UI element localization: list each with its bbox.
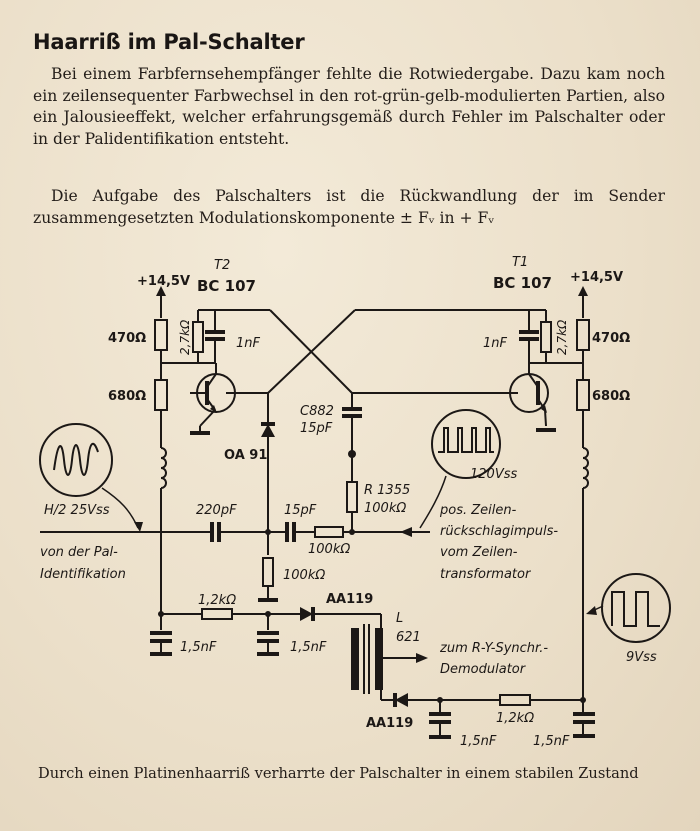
article-title: Haarriß im Pal-Schalter: [33, 30, 305, 54]
r680-left-label: 680Ω: [108, 389, 146, 404]
output-line1: zum R-Y-Synchr.-: [439, 641, 548, 656]
l-label: L: [396, 611, 403, 626]
l-value: 621: [396, 630, 421, 645]
supply-left-label: +14,5V: [137, 274, 190, 289]
supply-right-label: +14,5V: [570, 270, 623, 285]
pulse-amplitude: 120Vss: [470, 467, 517, 482]
output-line2: Demodulator: [440, 662, 527, 677]
paragraph-intro: Bei einem Farbfernsehempfänger fehlte di…: [33, 65, 665, 148]
t2-type: BC 107: [197, 277, 256, 295]
figure-caption: Durch einen Platinenhaarriß verharrte de…: [38, 765, 639, 782]
r27k-right-label: 2,7kΩ: [555, 319, 569, 355]
from-pal-line2: Identifikation: [40, 567, 126, 582]
r470-left-label: 470Ω: [108, 331, 146, 346]
r27k-left-label: 2,7kΩ: [178, 319, 192, 355]
h2-label: H/2 25Vss: [44, 503, 110, 518]
t1-type: BC 107: [493, 274, 552, 292]
transistor-t2: [161, 309, 268, 435]
t1-label: T1: [512, 255, 528, 270]
c15p-label: 15pF: [284, 503, 317, 518]
transformer-l621: [351, 624, 428, 700]
aa119-top-label: AA119: [326, 592, 373, 607]
inductor-left: [160, 447, 167, 489]
paragraph-function: Die Aufgabe des Palschalters ist die Rüc…: [33, 187, 665, 227]
r12k-bottom-label: 1,2kΩ: [496, 711, 534, 726]
c882-value: 15pF: [300, 421, 333, 436]
resistor-680-left: [154, 379, 168, 411]
resistor-470-right: [576, 319, 590, 351]
sine-wave-bubble: [39, 423, 143, 532]
oa91-label: OA 91: [224, 448, 267, 463]
r680-right-label: 680Ω: [592, 389, 630, 404]
resistor-27k-right: [540, 321, 552, 353]
r100k-h-label: 100kΩ: [308, 542, 350, 557]
cross-coupling: [215, 309, 529, 394]
resistor-680-right: [576, 379, 590, 411]
square-amplitude: 9Vss: [626, 650, 657, 665]
c15n-3-label: 1,5nF: [460, 734, 497, 749]
resistor-470-left: [154, 319, 168, 351]
c882-label: C882: [300, 404, 334, 419]
c15n-1-label: 1,5nF: [180, 640, 217, 655]
c1n-left-label: 1nF: [236, 336, 261, 351]
c220p-label: 220pF: [196, 503, 237, 518]
aa119-bottom-label: AA119: [366, 716, 413, 731]
from-pal-line1: von der Pal-: [40, 545, 118, 560]
pulse-line3: vom Zeilen-: [440, 545, 518, 560]
r1355-value: 100kΩ: [364, 501, 406, 516]
square-wave-bubble: [586, 573, 671, 643]
circuit-schematic: +14,5V T2 BC 107 T1 BC 107 +14,5V 470Ω 6…: [39, 255, 671, 749]
t2-label: T2: [214, 258, 230, 273]
pulse-line2: rückschlagimpuls-: [440, 524, 558, 539]
r100k-v-label: 100kΩ: [283, 568, 325, 583]
transistor-t1: [352, 309, 583, 432]
c1n-right-label: 1nF: [483, 336, 508, 351]
resistor-27k-left: [192, 321, 204, 353]
right-supply-rail: [573, 286, 595, 738]
lower-left-network: [158, 607, 382, 656]
r1355-label: R 1355: [364, 483, 410, 498]
c15n-4-label: 1,5nF: [533, 734, 570, 749]
center-network: [258, 393, 362, 602]
c15n-2-label: 1,5nF: [290, 640, 327, 655]
pulse-line4: transformator: [440, 567, 532, 582]
left-supply-rail: [150, 286, 172, 656]
r12k-left-label: 1,2kΩ: [198, 593, 236, 608]
r470-right-label: 470Ω: [592, 331, 630, 346]
pulse-line1: pos. Zeilen-: [439, 503, 517, 518]
pulse-wave-bubble: [419, 409, 501, 529]
input-line: [40, 522, 430, 542]
inductor-right: [582, 447, 589, 489]
lower-right-network: [381, 693, 586, 739]
